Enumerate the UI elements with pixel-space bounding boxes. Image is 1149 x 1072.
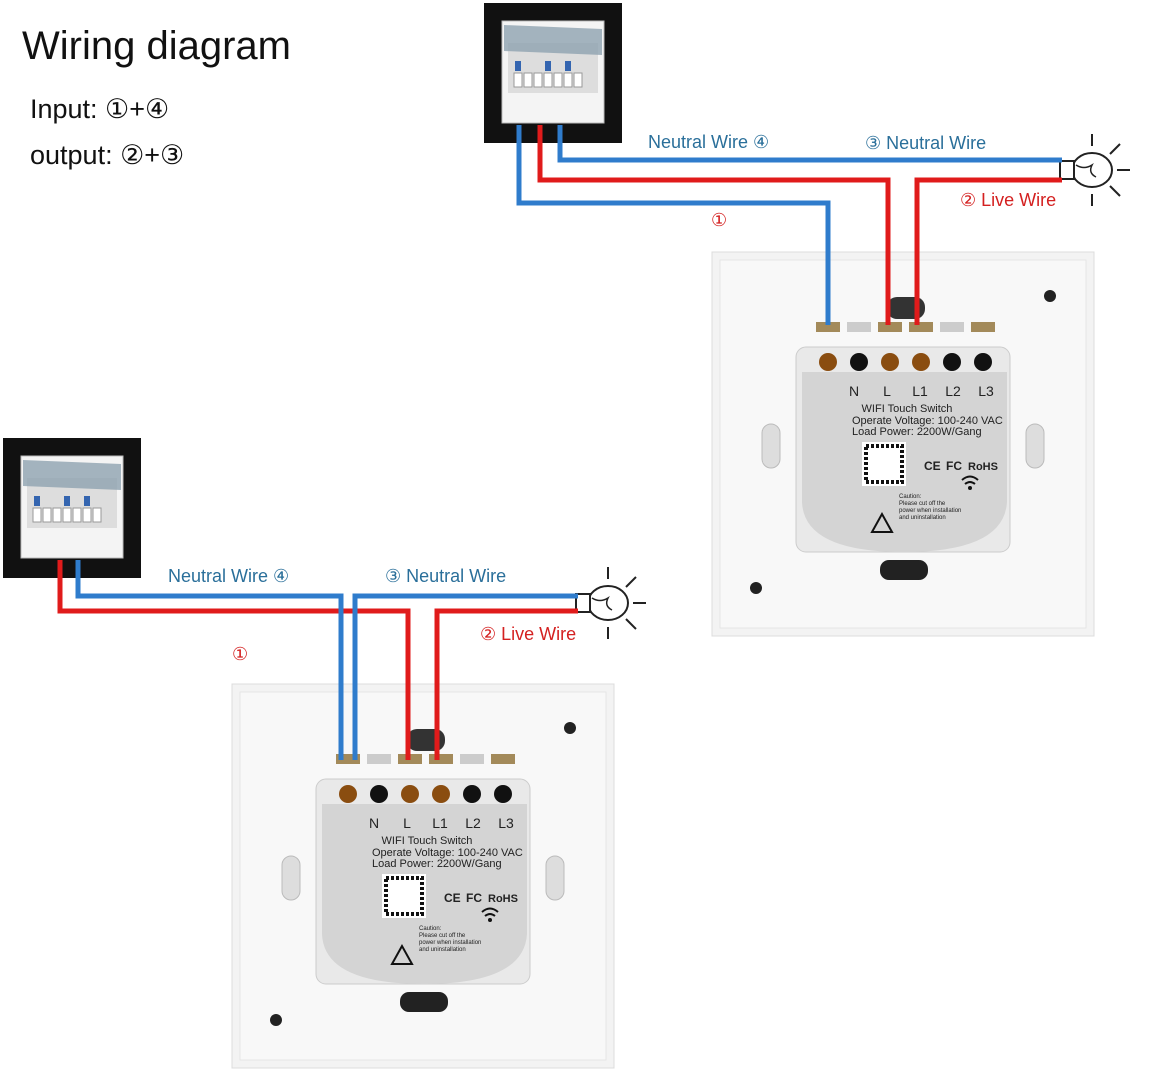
caution-text: and uninstallation bbox=[419, 947, 466, 953]
caution-text: power when installation bbox=[899, 508, 961, 514]
breaker-panel-icon bbox=[2, 437, 142, 579]
terminal-label: N bbox=[369, 815, 379, 831]
page-title: Wiring diagram bbox=[22, 24, 291, 68]
label-neutral-3: ③ Neutral Wire bbox=[385, 566, 506, 586]
warning-icon bbox=[390, 943, 414, 965]
power-spec: Load Power: 2200W/Gang bbox=[852, 426, 982, 438]
qr-code-icon bbox=[382, 874, 426, 918]
voltage-spec: Operate Voltage: 100-240 VAC bbox=[372, 847, 523, 859]
rohs-mark: RoHS bbox=[488, 893, 518, 905]
label-neutral-3: ③ Neutral Wire bbox=[865, 133, 986, 153]
label-neutral-4: Neutral Wire ④ bbox=[168, 566, 289, 586]
terminal-label: L2 bbox=[945, 383, 961, 399]
ce-mark: CE bbox=[924, 459, 941, 473]
legend-output: output: ②+③ bbox=[30, 140, 185, 170]
wifi-icon bbox=[961, 475, 979, 485]
wire-neutral-input bbox=[75, 560, 344, 760]
wire-neutral-output bbox=[557, 125, 1062, 163]
light-bulb-icon bbox=[575, 566, 647, 640]
caution-title: Caution: bbox=[419, 926, 442, 932]
wire-neutral-input bbox=[516, 125, 831, 325]
label-1: ① bbox=[232, 644, 248, 664]
qr-code-icon bbox=[862, 442, 906, 486]
caution-text: power when installation bbox=[419, 940, 481, 946]
wire-live-input bbox=[57, 560, 411, 760]
caution-text: Please cut off the bbox=[899, 501, 946, 507]
ce-mark: CE bbox=[444, 891, 461, 905]
fc-mark: FC bbox=[466, 891, 482, 905]
terminal-label: L3 bbox=[978, 383, 994, 399]
terminal-label: L1 bbox=[432, 815, 448, 831]
terminal-label: L1 bbox=[912, 383, 928, 399]
rohs-mark: RoHS bbox=[968, 461, 998, 473]
wire-neutral-output bbox=[352, 593, 578, 760]
light-bulb-icon bbox=[1059, 133, 1131, 207]
wire-live-output bbox=[434, 608, 578, 760]
fc-mark: FC bbox=[946, 459, 962, 473]
legend-input: Input: ①+④ bbox=[30, 94, 170, 124]
terminal-label: N bbox=[849, 383, 859, 399]
wire-live-input bbox=[537, 125, 891, 325]
voltage-spec: Operate Voltage: 100-240 VAC bbox=[852, 415, 1003, 427]
wire-live-output bbox=[914, 177, 1062, 325]
label-neutral-4: Neutral Wire ④ bbox=[648, 132, 769, 152]
power-spec: Load Power: 2200W/Gang bbox=[372, 858, 502, 870]
warning-icon bbox=[870, 511, 894, 533]
switch-plate: N L L1 L2 L3 WIFI Touch Switch Operate Volta… bbox=[231, 683, 615, 1069]
terminal-label: L3 bbox=[498, 815, 514, 831]
terminal-label: L2 bbox=[465, 815, 481, 831]
label-1: ① bbox=[711, 210, 727, 230]
terminal-label: L bbox=[883, 383, 891, 399]
caution-text: and uninstallation bbox=[899, 515, 946, 521]
breaker-panel-icon bbox=[483, 2, 623, 144]
caution-title: Caution: bbox=[899, 494, 922, 500]
wifi-icon bbox=[481, 907, 499, 917]
label-live-2: ② Live Wire bbox=[960, 190, 1056, 210]
caution-text: Please cut off the bbox=[419, 933, 466, 939]
switch-plate: N L L1 L2 L3 WIFI Touch Switch Operate Volta… bbox=[711, 251, 1095, 637]
product-name: WIFI Touch Switch bbox=[382, 835, 473, 847]
terminal-label: L bbox=[403, 815, 411, 831]
label-live-2: ② Live Wire bbox=[480, 624, 576, 644]
product-name: WIFI Touch Switch bbox=[862, 403, 953, 415]
